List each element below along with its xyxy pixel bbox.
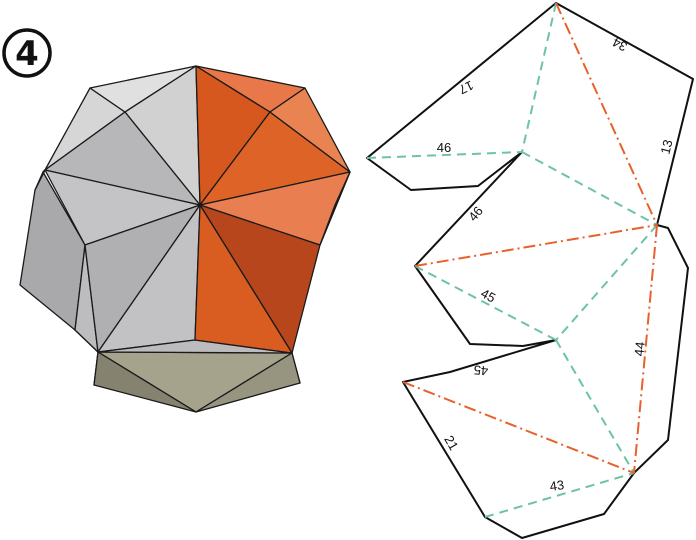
- step-number: 4: [15, 34, 39, 74]
- net-outline: [366, 2, 694, 539]
- valley-fold-line: [366, 151, 523, 159]
- model-base-right: [195, 352, 301, 413]
- step-badge: 4: [2, 28, 52, 78]
- valley-folds: [366, 2, 658, 518]
- model-base-left: [93, 351, 197, 413]
- model-face: [269, 87, 351, 173]
- edge-label: 21: [441, 433, 461, 453]
- valley-fold-line: [484, 472, 635, 518]
- mountain-fold-line: [414, 224, 658, 267]
- folding-net: 17 34 13 46 46 45 45 44 21 43: [366, 2, 694, 539]
- edge-label: 43: [549, 477, 565, 494]
- model-face: [34, 169, 46, 191]
- edge-labels: 17 34 13 46 46 45 45 44 21 43: [437, 34, 676, 493]
- edge-label: 46: [465, 203, 486, 224]
- valley-fold-line: [414, 265, 557, 341]
- mountain-fold-line: [555, 2, 658, 226]
- valley-fold-line: [521, 151, 658, 226]
- mountain-fold-line: [402, 381, 635, 474]
- valley-fold-line: [521, 2, 557, 153]
- edge-label: 46: [437, 140, 451, 155]
- mountain-folds: [402, 2, 658, 474]
- mountain-fold-line: [633, 224, 658, 474]
- edge-label: 13: [657, 138, 675, 156]
- polyhedron-model: [19, 65, 351, 413]
- valley-fold-line: [555, 339, 635, 474]
- model-face: [194, 204, 293, 354]
- edge-label: 44: [631, 341, 647, 357]
- edge-label: 45: [473, 362, 489, 378]
- edge-label: 45: [478, 286, 498, 306]
- edge-label: 34: [610, 34, 630, 54]
- valley-fold-line: [555, 224, 658, 341]
- model-face: [319, 171, 351, 246]
- edge-label: 17: [456, 78, 475, 98]
- step-badge-circle: [2, 28, 52, 78]
